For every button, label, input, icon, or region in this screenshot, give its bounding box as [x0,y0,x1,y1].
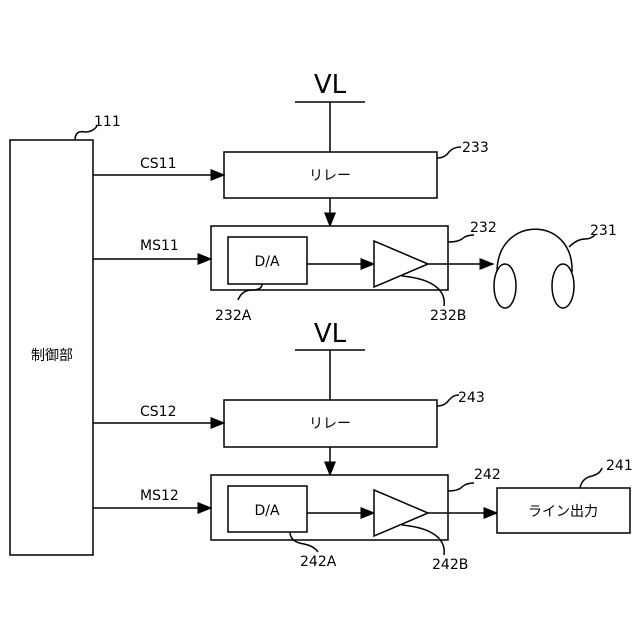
amp-ref-1: 232B [430,308,466,324]
relay-ref-1: 233 [462,140,489,156]
line-output-ref: 241 [606,458,633,474]
relay-ref-2: 243 [458,390,485,406]
relay-label-2: リレー [309,416,351,432]
relay-label-1: リレー [309,168,351,184]
dac-label-2: D/A [254,503,279,519]
control-unit-label: 制御部 [31,348,73,364]
ms11-label: MS11 [140,238,179,254]
block-ref-2: 242 [474,467,501,483]
dac-ref-1: 232A [215,308,252,324]
amp-ref-2: 242B [432,557,468,573]
supply-label-2: VL [314,319,347,349]
supply-label-1: VL [314,70,347,100]
ms12-label: MS12 [140,488,179,504]
control-unit-ref: 111 [94,114,121,130]
dac-label-1: D/A [254,254,279,270]
cs12-label: CS12 [140,404,176,420]
line-output-label: ライン出力 [528,504,598,520]
cs11-label: CS11 [140,156,176,172]
headphones-ref: 231 [590,223,617,239]
headphones-icon [494,229,574,308]
dac-ref-2: 242A [300,554,337,570]
block-ref-1: 232 [470,220,497,236]
